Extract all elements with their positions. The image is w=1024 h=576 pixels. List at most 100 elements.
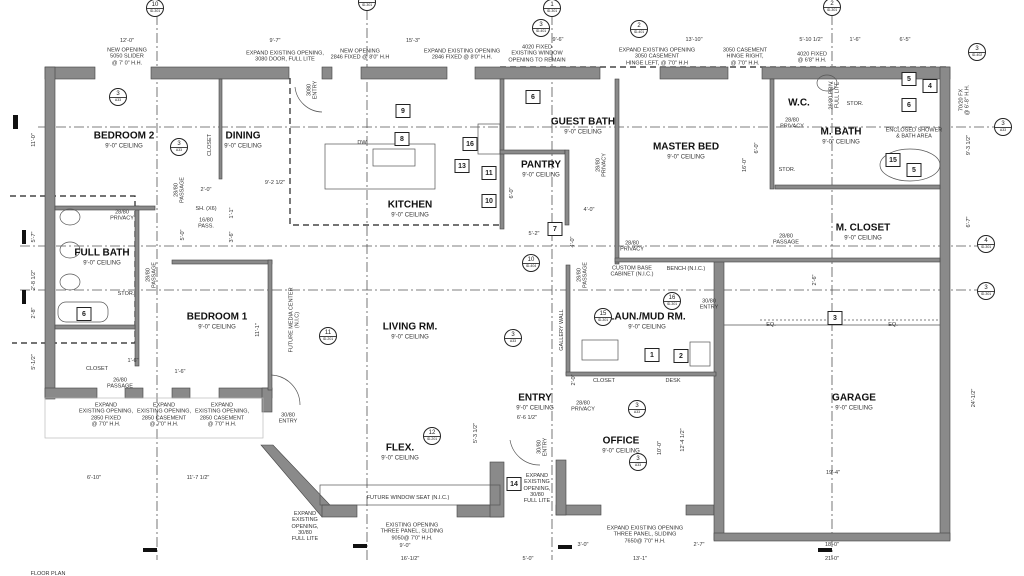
- ceiling-height: 9'-0" CEILING: [628, 324, 666, 331]
- annotation: 6'-10": [86, 474, 102, 481]
- marker-sheet: A33: [175, 148, 183, 152]
- section-cut-marks: [13, 115, 832, 552]
- ceiling-height: 9'-0" CEILING: [381, 455, 419, 462]
- annotation: 9'-6": [552, 36, 564, 43]
- room-label: LIVING RM.: [382, 321, 438, 333]
- annotation: 2'-8 1/2": [30, 269, 37, 291]
- annotation: 2'-7": [693, 541, 705, 548]
- room-label: W.C.: [788, 97, 810, 109]
- ceiling-height: 9'-0" CEILING: [391, 334, 429, 341]
- room-label: BEDROOM 1: [186, 311, 248, 323]
- marker-number: 3: [171, 141, 187, 148]
- annotation: EXPAND EXISTING OPENING, 2850 CASEMENT @…: [194, 402, 250, 428]
- ceiling-height: 9'-0" CEILING: [835, 405, 873, 412]
- annotation: 21'-0": [824, 555, 840, 562]
- annotation: 3050 CASEMENT HINGE RIGHT, @ 7'0" H.H.: [722, 47, 768, 67]
- annotation: 6'-5": [899, 36, 911, 43]
- annotation: 4'-0": [583, 206, 595, 213]
- annotation: 28/80 PRIVACY: [620, 240, 644, 253]
- marker-number: 3: [533, 22, 549, 29]
- annotation: 16'-1/2": [400, 555, 420, 562]
- annotation: 26/80 PRIV. FULL LITE: [828, 80, 841, 110]
- annotation: FUTURE MEDIA CENTER (N.I.C): [288, 287, 301, 353]
- annotation: EXISTING OPENING THREE PANEL, SLIDING 90…: [380, 522, 444, 542]
- keynote-tag: 4: [922, 79, 938, 93]
- annotation: EXPAND EXISTING OPENING, 30/80 FULL LITE: [291, 511, 319, 543]
- annotation: ENCLOSED SHOWER & BATH AREA: [885, 127, 943, 140]
- marker-number: 10: [147, 2, 163, 9]
- annotation: 6'-6 1/2": [516, 414, 538, 421]
- keynote-tag: 5: [901, 72, 917, 86]
- annotation: 30/80 ENTRY: [699, 298, 719, 311]
- keynote-tag: 13: [454, 159, 470, 173]
- marker-sheet: ID-301: [546, 9, 558, 13]
- marker-sheet: ID-301: [826, 8, 838, 12]
- marker-number: 3: [978, 285, 994, 292]
- annotation: 5'-0": [179, 229, 186, 241]
- marker-number: 2: [824, 1, 840, 8]
- keynote-tag: 6: [901, 98, 917, 112]
- annotation: 6'-7": [965, 216, 972, 228]
- annotation: 28/80 PRIVACY: [110, 209, 134, 222]
- marker-number: 4: [978, 238, 994, 245]
- keynote-tag: 8: [394, 132, 410, 146]
- annotation: 5'-2": [528, 230, 540, 237]
- annotation: 9'-3 1/2": [965, 134, 972, 156]
- annotation: 4020 FIXED @ 6'8" H.H.: [797, 51, 827, 64]
- annotation: 1'-6": [174, 368, 186, 375]
- annotation: 9'-2 1/2": [264, 179, 286, 186]
- annotation: STOR.: [117, 290, 135, 297]
- annotation: 12'-0": [119, 37, 135, 44]
- keynote-tag: 1: [644, 348, 660, 362]
- annotation: 6'-0": [508, 187, 515, 199]
- annotation: 9'-7": [269, 37, 281, 44]
- marker-sheet: A33: [999, 128, 1007, 132]
- room-label: GUEST BATH: [550, 116, 616, 128]
- room-label: KITCHEN: [387, 199, 433, 211]
- annotation: 28/80 PRIVACY: [571, 400, 595, 413]
- ceiling-height: 9'-0" CEILING: [516, 405, 554, 412]
- annotation: EXPAND EXISTING OPENING THREE PANEL, SLI…: [606, 525, 684, 545]
- ceiling-height: 9'-0" CEILING: [822, 139, 860, 146]
- keynote-tag: 10: [481, 194, 497, 208]
- annotation: 28/80 PASSAGE: [576, 262, 589, 288]
- annotation: 3'-0": [577, 541, 589, 548]
- annotation: 6'-0": [753, 142, 760, 154]
- annotation: EXPAND EXISTING OPENING, 2850 FIXED @ 7'…: [78, 402, 134, 428]
- room-label: GARAGE: [832, 392, 876, 404]
- grid-lines: [20, 10, 1000, 560]
- ceiling-height: 9'-0" CEILING: [391, 212, 429, 219]
- annotation: 5'-10 1/2": [799, 36, 823, 43]
- annotation: 12'-4 1/2": [679, 428, 686, 452]
- ceiling-height: 9'-0" CEILING: [83, 260, 121, 267]
- marker-number: 3: [995, 121, 1011, 128]
- annotation: 30/80 ENTRY: [278, 412, 298, 425]
- room-label: OFFICE: [602, 435, 640, 447]
- annotation: 24'-1/2": [970, 388, 977, 408]
- annotation: 2'-0": [200, 186, 212, 193]
- annotation: 13'-10": [685, 36, 703, 43]
- marker-sheet: ID-301: [980, 245, 992, 249]
- annotation: 16'-0": [741, 157, 748, 173]
- ceiling-height: 9'-0" CEILING: [522, 172, 560, 179]
- marker-sheet: ID-301: [149, 9, 161, 13]
- annotation: 5'-3 1/2": [472, 422, 479, 444]
- marker-number: 3: [110, 91, 126, 98]
- annotation: GALLERY WALL: [558, 309, 565, 351]
- annotation: CLOSET: [206, 133, 213, 157]
- keynote-tag: 15: [885, 153, 901, 167]
- marker-sheet: ID-401: [535, 29, 547, 33]
- annotation: 4020 FIXED EXISTING WINDOW OPENING TO RE…: [508, 44, 566, 64]
- annotation: EXPAND EXISTING OPENING, 3080 DOOR, FULL…: [246, 50, 324, 63]
- annotation: 4'-0": [569, 236, 576, 248]
- annotation: 5'-7": [30, 231, 37, 243]
- ceiling-height: 9'-0" CEILING: [224, 143, 262, 150]
